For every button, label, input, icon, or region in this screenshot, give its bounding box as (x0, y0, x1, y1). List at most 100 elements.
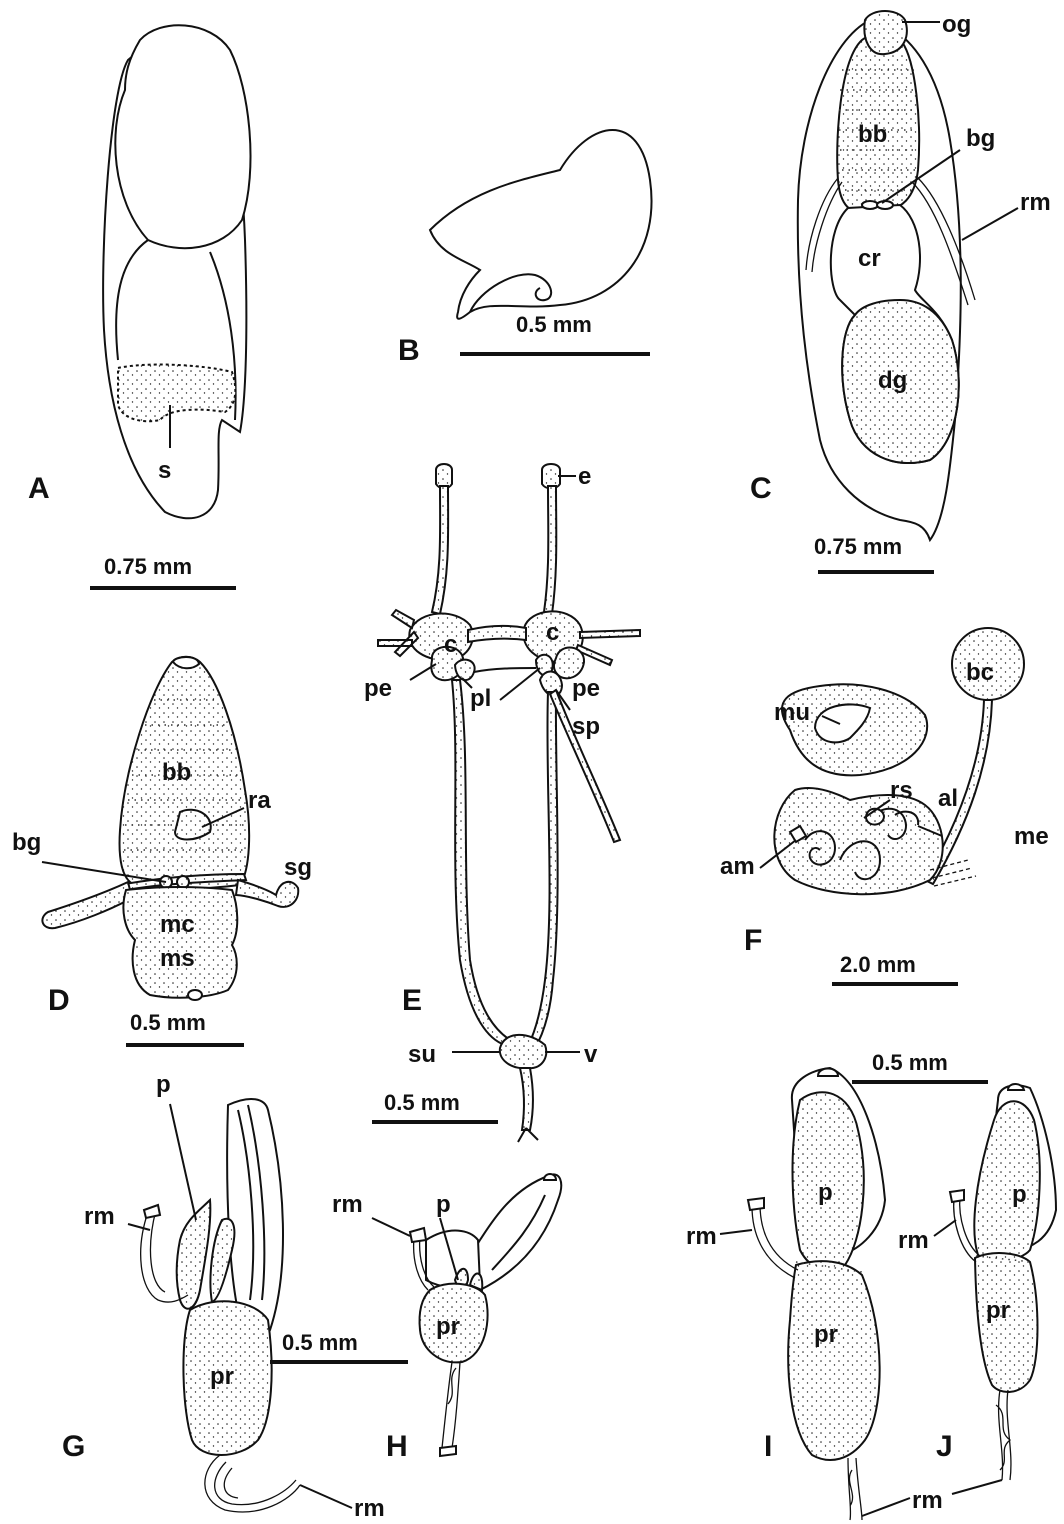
panel-f-label-mu: mu (774, 699, 810, 726)
panel-d-tip (173, 657, 199, 668)
panel-g-letter: G (62, 1430, 85, 1463)
panel-d-mucous-cup (123, 887, 237, 998)
panel-j-label-rm: rm (898, 1227, 929, 1254)
panel-j: rm p pr J (898, 1084, 1056, 1480)
panel-g-retractor-upper-cut (144, 1205, 160, 1218)
panel-c-label-rm: rm (1020, 189, 1051, 216)
panel-d: bb bg ra sg mc ms D 0.5 mm (12, 657, 312, 1045)
panel-b: B 0.5 mm (398, 130, 652, 367)
panel-c-label-og: og (942, 11, 971, 38)
panel-h-rm-pointer (372, 1218, 410, 1236)
panel-c-letter: C (750, 472, 772, 505)
panel-e-label-c-right: c (546, 619, 559, 646)
panel-d-salivary-gland-left (42, 882, 132, 928)
panel-c-oral-gland (864, 11, 906, 54)
panel-c-buccal-ganglion (862, 201, 878, 209)
panel-i-retractor-cut (748, 1198, 764, 1210)
panel-f-scale-label: 2.0 mm (840, 952, 916, 977)
panel-a-letter: A (28, 472, 50, 505)
panel-e-pl-right-pointer (500, 668, 540, 700)
panel-h-sheath (472, 1174, 561, 1290)
panel-f-label-me: me (1014, 823, 1049, 850)
panel-i-letter: I (764, 1430, 772, 1463)
panel-e-commissure (468, 626, 526, 642)
panel-h: rm p pr H (332, 1174, 561, 1463)
panel-d-label-ms: ms (160, 945, 195, 972)
panel-d-salivary-gland-right (236, 880, 298, 907)
panel-e-connective-left (452, 680, 510, 1045)
panel-c-rm-pointer (962, 208, 1018, 240)
panel-a-scale-label: 0.75 mm (104, 554, 192, 579)
panel-ij-rm-left-pointer (862, 1498, 910, 1516)
panel-e-eye-right (542, 464, 560, 489)
panel-gh-scale-label: 0.5 mm (282, 1330, 358, 1355)
panel-j-retractor-cut (950, 1190, 964, 1202)
panel-g-label-p: p (156, 1071, 171, 1098)
panel-g: p rm pr rm G (62, 1071, 385, 1522)
panel-i: rm p pr I (686, 1068, 885, 1520)
panel-h-lower-cut (440, 1446, 456, 1456)
panel-c-label-bg: bg (966, 125, 995, 152)
panel-e-label-pe-left: pe (364, 675, 392, 702)
panel-e-optic-nerve-right (544, 486, 556, 614)
panel-e-label-sp: sp (572, 713, 600, 740)
panel-h-label-pr: pr (436, 1313, 460, 1340)
panel-h-lower-retractor (442, 1362, 460, 1448)
panel-f-letter: F (744, 924, 762, 957)
panel-j-rm-pointer (934, 1220, 956, 1236)
panel-e-pedal-ganglion-right (554, 647, 584, 678)
panel-g-rm-bottom-pointer (300, 1485, 352, 1508)
panel-ij-scale-label: 0.5 mm (872, 1050, 948, 1075)
panel-a: s A 0.75 mm (28, 25, 251, 588)
panel-j-letter: J (936, 1430, 953, 1463)
panel-f-label-rs: rs (890, 777, 913, 804)
panel-i-label-pr: pr (814, 1321, 838, 1348)
panel-c: og bb bg rm cr dg C 0.75 mm (750, 11, 1051, 572)
panel-c-buccal-ganglion-2 (877, 201, 893, 209)
panel-g-penis (177, 1200, 211, 1309)
panel-c-scale-label: 0.75 mm (814, 534, 902, 559)
panel-ij-label-rm: rm (912, 1487, 943, 1514)
panel-ij-rm-right-pointer (952, 1480, 1002, 1494)
panel-d-label-bg: bg (12, 829, 41, 856)
panel-j-label-p: p (1012, 1181, 1027, 1208)
panel-b-scale-label: 0.5 mm (516, 312, 592, 337)
panel-d-bottom-node (188, 990, 202, 1000)
panel-e-visceral-nerve (520, 1068, 533, 1130)
panel-e-connective-right (528, 692, 558, 1050)
panel-e-label-v: v (584, 1041, 598, 1068)
panel-h-label-rm: rm (332, 1191, 363, 1218)
panel-c-label-bb: bb (858, 121, 887, 148)
panel-h-letter: H (386, 1430, 408, 1463)
panel-d-label-mc: mc (160, 911, 195, 938)
panel-d-letter: D (48, 984, 70, 1017)
panel-e-label-pe-right: pe (572, 675, 600, 702)
panel-d-label-bb: bb (162, 759, 191, 786)
panel-gh-scale: 0.5 mm (270, 1330, 408, 1362)
panel-e-letter: E (402, 984, 422, 1017)
panel-f-label-al: al (938, 785, 958, 812)
panel-h-retractor-cut (410, 1228, 426, 1242)
panel-e-visceral-ganglion (500, 1035, 546, 1068)
panel-b-shell-outline (430, 130, 652, 319)
panel-j-label-pr: pr (986, 1297, 1010, 1324)
panel-i-prostate (788, 1261, 879, 1460)
panel-e-label-e: e (578, 463, 591, 490)
panel-e-pedal-commissure (474, 668, 536, 672)
panel-h-tip (544, 1174, 556, 1180)
panel-i-rm-pointer (720, 1230, 752, 1234)
panel-j-penis (974, 1101, 1039, 1260)
panel-e-label-c-left: c (444, 631, 457, 658)
panel-e: e c c pe pe pl sp su v E 0.5 mm (364, 463, 640, 1142)
panel-f-label-bc: bc (966, 659, 994, 686)
panel-d-label-ra: ra (248, 787, 271, 814)
panel-e-nerves-right (576, 630, 640, 665)
panel-e-pleural-left (455, 660, 475, 680)
panel-i-retractor (752, 1204, 798, 1278)
panel-g-label-rm-top: rm (84, 1203, 115, 1230)
panel-a-head-outline (115, 25, 250, 248)
panel-e-eye-left (436, 464, 452, 489)
panel-c-label-cr: cr (858, 245, 881, 272)
panel-d-scale-label: 0.5 mm (130, 1010, 206, 1035)
